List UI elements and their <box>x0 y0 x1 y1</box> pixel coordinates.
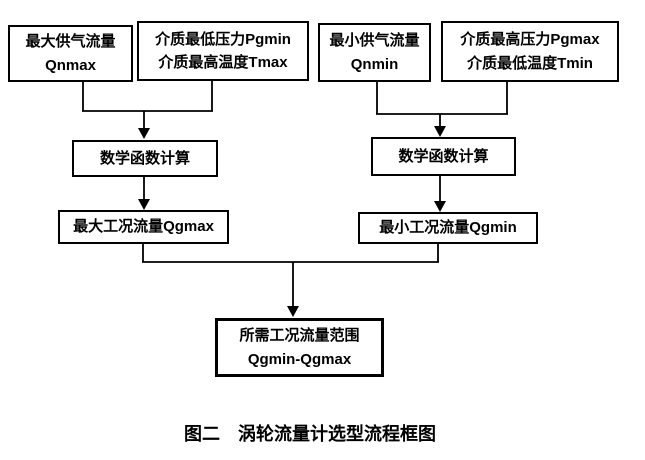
box-math-function-calc-right-label: 数学函数计算 <box>398 147 489 165</box>
box-min-pressure-max-temp: 介质最低压力Pgmin 介质最高温度Tmax <box>137 21 309 81</box>
merge-right-top-line <box>376 81 508 115</box>
box-required-flow-range-line2: Qgmin-Qgmax <box>247 350 352 368</box>
arrowhead-result <box>287 306 299 317</box>
box-max-supply-flow-line2: Qnmax <box>45 56 96 74</box>
connector-lines <box>82 81 508 308</box>
merge-bottom-line <box>142 244 439 263</box>
figure-caption: 图二 涡轮流量计选型流程框图 <box>184 424 436 444</box>
box-math-function-calc-left: 数学函数计算 <box>72 140 218 177</box>
box-max-pressure-min-temp: 介质最高压力Pgmax 介质最低温度Tmin <box>441 21 619 82</box>
arrowhead-right-calc <box>434 126 446 137</box>
box-min-temp-line: 介质最低温度Tmin <box>467 54 593 72</box>
merge-left-top-line <box>82 81 213 112</box>
box-max-supply-flow: 最大供气流量 Qnmax <box>8 25 133 82</box>
box-max-pressure-line: 介质最高压力Pgmax <box>460 31 600 49</box>
arrowhead-left-calc <box>138 128 150 139</box>
box-min-supply-flow: 最小供气流量 Qnmin <box>318 23 431 82</box>
box-required-flow-range-line1: 所需工况流量范围 <box>239 327 360 345</box>
box-max-supply-flow-line1: 最大供气流量 <box>25 33 116 51</box>
box-min-working-flow-label: 最小工况流量Qgmin <box>379 219 517 237</box>
box-math-function-calc-right: 数学函数计算 <box>371 137 516 176</box>
arrowhead-qgmax <box>138 199 150 210</box>
box-min-working-flow: 最小工况流量Qgmin <box>358 212 538 244</box>
box-min-pressure-line: 介质最低压力Pgmin <box>155 30 291 48</box>
box-max-working-flow-label: 最大工况流量Qgmax <box>73 218 214 236</box>
box-min-supply-flow-line2: Qnmin <box>350 55 399 73</box>
box-math-function-calc-left-label: 数学函数计算 <box>99 149 190 167</box>
box-max-temp-line: 介质最高温度Tmax <box>158 54 288 71</box>
arrowheads <box>138 126 446 317</box>
box-max-working-flow: 最大工况流量Qgmax <box>58 210 229 244</box>
arrowhead-qgmin <box>434 201 446 212</box>
box-required-flow-range: 所需工况流量范围 Qgmin-Qgmax <box>215 318 384 377</box>
box-min-supply-flow-line1: 最小供气流量 <box>329 32 420 50</box>
